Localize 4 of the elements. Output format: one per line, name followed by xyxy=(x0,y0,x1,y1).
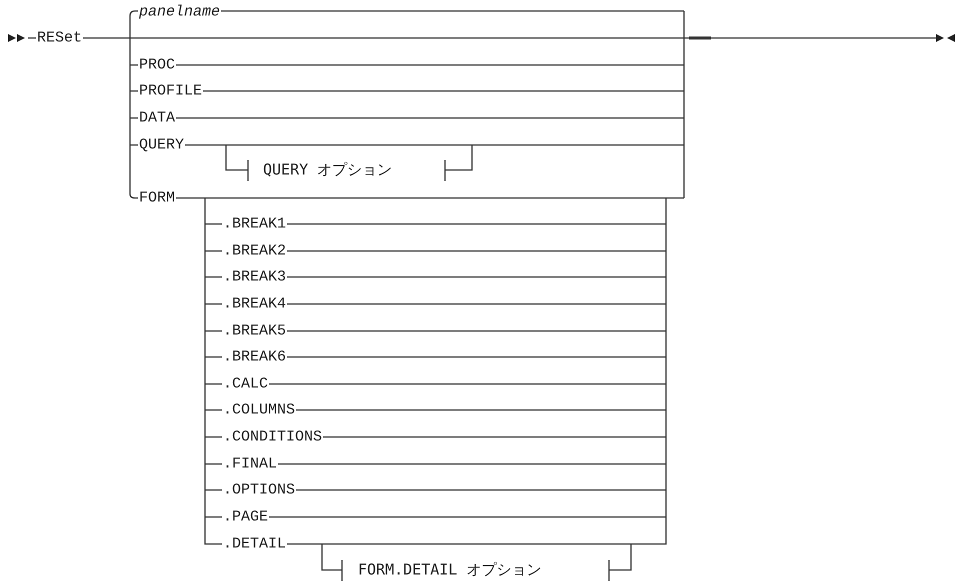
fragment-reference: FORM.DETAIL オプション xyxy=(358,562,542,578)
variable-name: panelname xyxy=(138,4,222,20)
fragment-reference: QUERY オプション xyxy=(263,162,392,178)
keyword: QUERY xyxy=(138,138,186,152)
